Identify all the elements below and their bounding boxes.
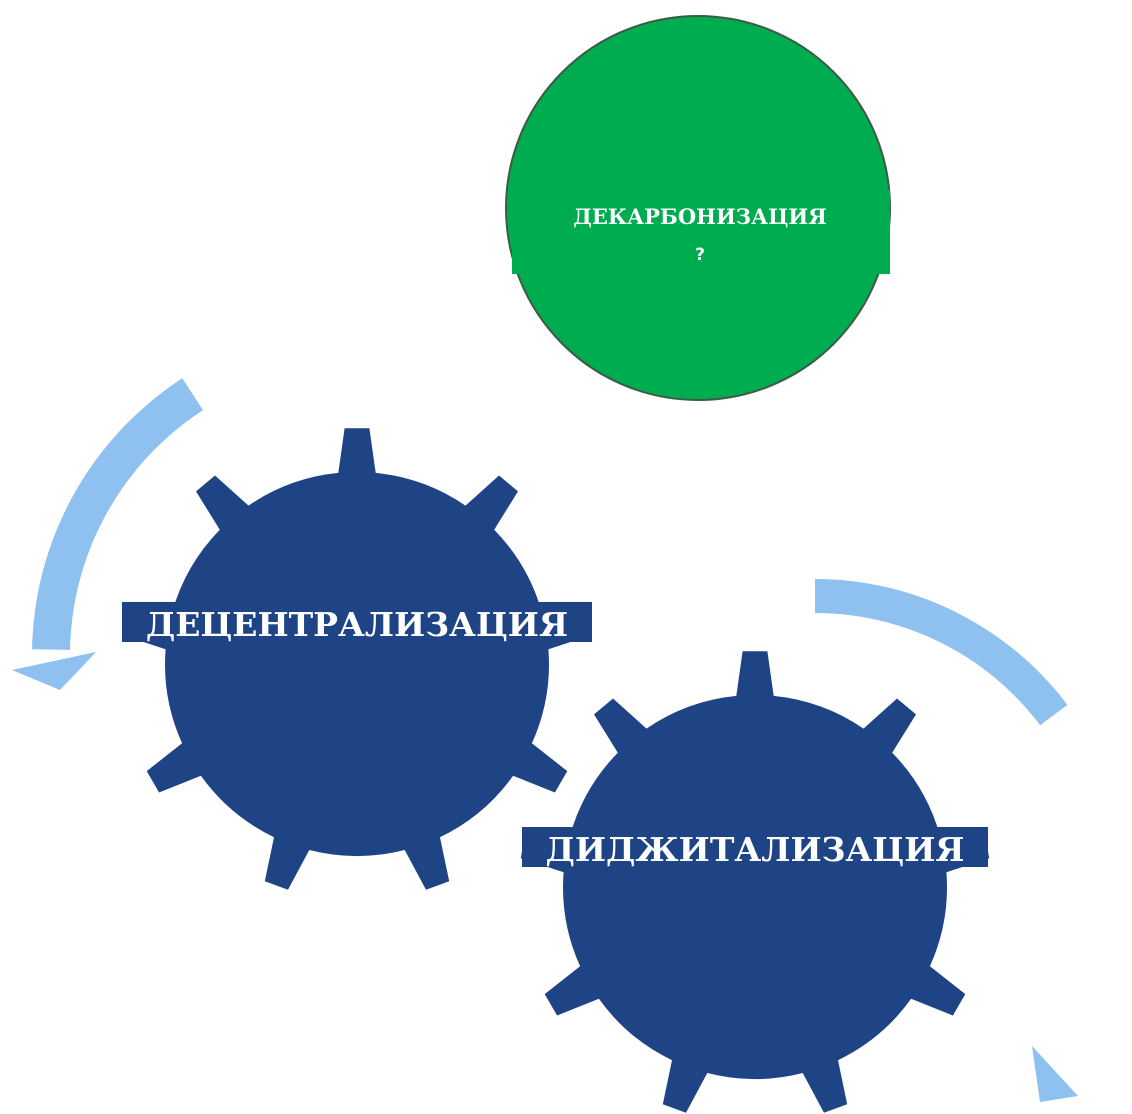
left-curved-arrow-body xyxy=(32,378,203,650)
decarbonization-label: ДЕКАРБОНИЗАЦИЯ xyxy=(573,204,827,229)
cycle-arrows xyxy=(12,378,1078,1102)
decarbonization-question-mark: ? xyxy=(695,245,705,265)
decentralization-gear-icon xyxy=(122,428,592,890)
digitalization-label: ДИДЖИТАЛИЗАЦИЯ xyxy=(546,830,965,869)
decarbonization-node: ДЕКАРБОНИЗАЦИЯ ? xyxy=(505,15,891,401)
digitalization-node: ДИДЖИТАЛИЗАЦИЯ xyxy=(520,651,990,1113)
decentralization-label: ДЕЦЕНТРАЛИЗАЦИЯ xyxy=(146,605,568,644)
right-arrow-head xyxy=(1032,1046,1078,1102)
digitalization-label-background xyxy=(522,827,988,867)
left-arrow-head xyxy=(12,652,96,690)
decentralization-label-background xyxy=(122,602,592,642)
digitalization-gear-icon xyxy=(520,651,990,1113)
decarbonization-label-background xyxy=(512,190,890,274)
decentralization-node: ДЕЦЕНТРАЛИЗАЦИЯ xyxy=(122,428,592,890)
right-curved-arrow-body xyxy=(815,579,1068,726)
